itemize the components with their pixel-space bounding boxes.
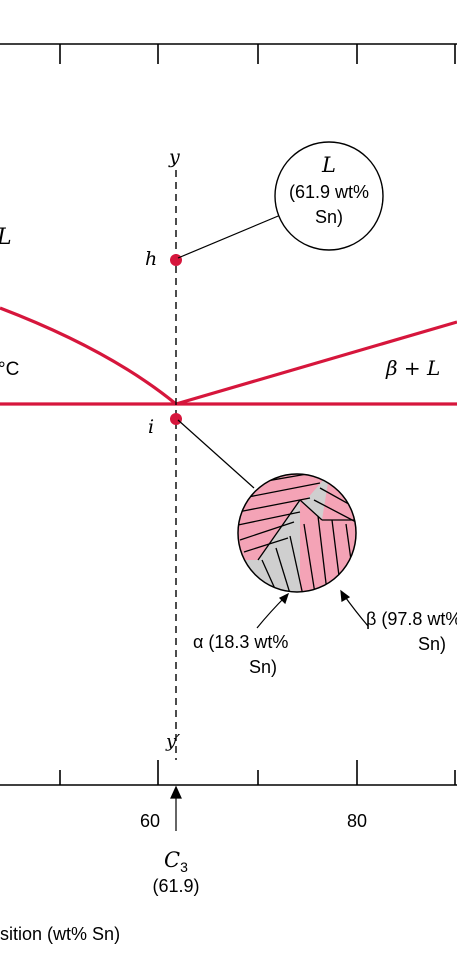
- bottom-axis: [0, 760, 457, 786]
- liquid-microstructure-circle: [274, 141, 384, 251]
- eutectic-microstructure: [237, 473, 357, 593]
- circle-h-line2: Sn): [315, 207, 343, 227]
- tick-label-80: 80: [347, 811, 367, 831]
- label-left-L: L: [0, 225, 12, 250]
- beta-label-line1: β (97.8 wt%: [366, 609, 457, 629]
- label-y-bottom: y′: [165, 731, 180, 752]
- top-axis: [0, 43, 457, 64]
- point-h: [170, 254, 182, 266]
- c3-value: (61.9): [152, 876, 199, 896]
- label-beta-plus-L: β + L: [385, 356, 440, 380]
- leader-h: [177, 213, 284, 259]
- label-temperature-fragment: °C: [0, 359, 19, 380]
- liquidus-right: [175, 320, 457, 406]
- alpha-label-line2: Sn): [249, 657, 277, 677]
- x-axis-label: Composition (wt% Sn): [0, 924, 120, 944]
- beta-label-line2: Sn): [418, 634, 446, 654]
- label-point-h: h: [145, 248, 157, 270]
- phase-boundaries: [0, 306, 457, 406]
- leader-i: [177, 419, 255, 489]
- point-i: [170, 413, 182, 425]
- alpha-label-line1: α (18.3 wt%: [193, 632, 288, 652]
- tick-label-60: 60: [140, 811, 160, 831]
- circle-h-phase: L: [321, 153, 336, 177]
- c3-symbol: C3: [164, 848, 188, 875]
- phase-arrows: [170, 589, 369, 831]
- circle-h-line1: (61.9 wt%: [289, 182, 369, 202]
- label-y-top: y: [168, 146, 180, 168]
- label-point-i: i: [148, 416, 154, 438]
- liquidus-left: [0, 306, 178, 406]
